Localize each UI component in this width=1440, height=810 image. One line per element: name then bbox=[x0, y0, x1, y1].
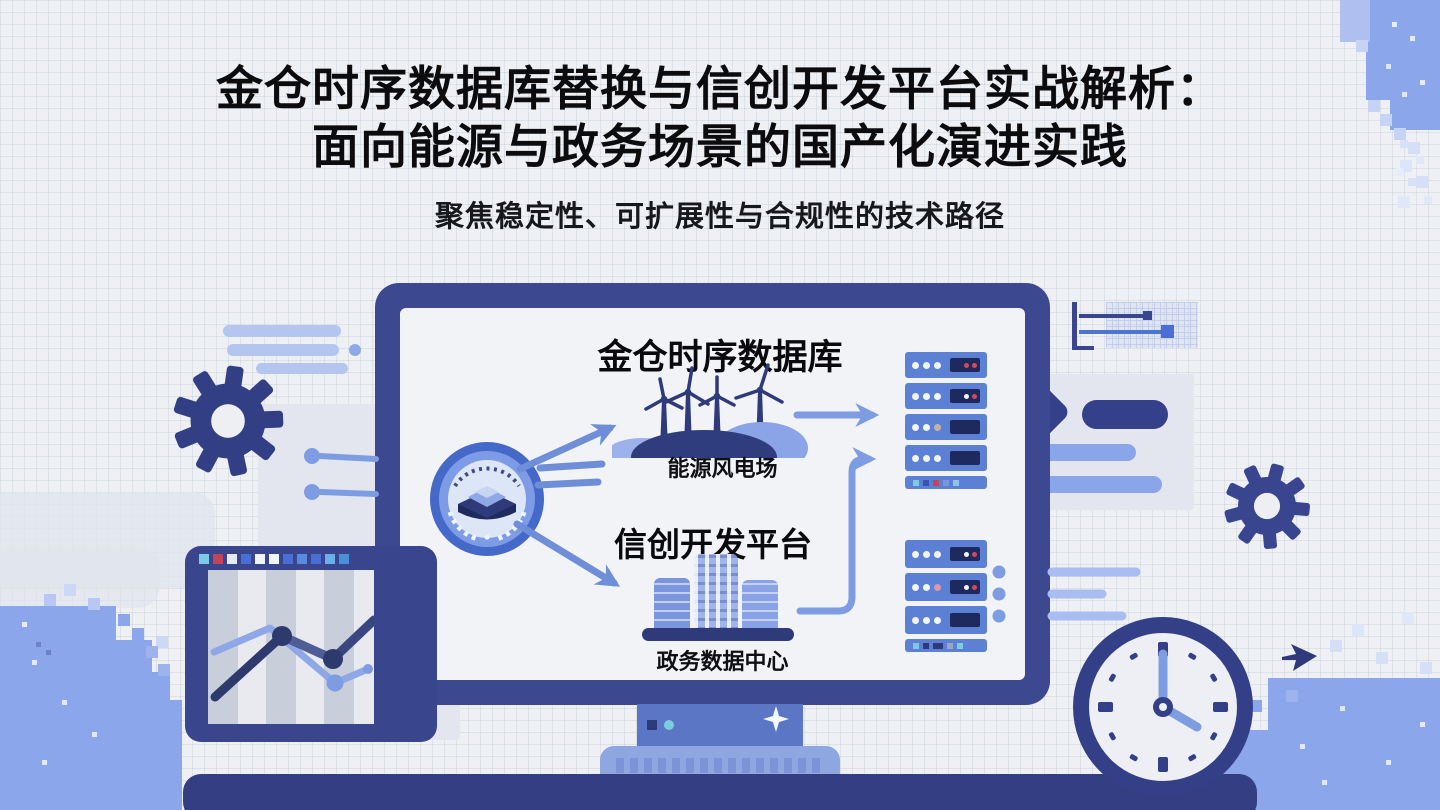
page-title-line1: 金仓时序数据库替换与信创开发平台实战解析： bbox=[216, 62, 1224, 115]
chart-window bbox=[185, 546, 437, 742]
slider-track bbox=[1079, 314, 1145, 318]
line-chart-icon bbox=[208, 570, 374, 724]
building-tower bbox=[742, 580, 778, 630]
server-unit bbox=[905, 573, 987, 601]
server-unit bbox=[905, 414, 987, 440]
deco-dot bbox=[349, 344, 361, 356]
server-rack-icon bbox=[905, 540, 987, 652]
deco-text-line bbox=[223, 325, 341, 337]
datacenter-label: 政务数据中心 bbox=[656, 649, 789, 674]
db-title-label: 金仓时序数据库 bbox=[597, 338, 843, 377]
clock-icon bbox=[1073, 617, 1253, 797]
seal-badge-icon bbox=[430, 442, 544, 556]
slider-track bbox=[1079, 330, 1163, 334]
slider-handle bbox=[1161, 325, 1174, 338]
building-base bbox=[642, 628, 794, 641]
server-unit bbox=[905, 352, 987, 378]
stand-vents bbox=[616, 758, 824, 773]
server-unit bbox=[905, 540, 987, 568]
slider-handle bbox=[1143, 311, 1152, 320]
slider-icon bbox=[1072, 302, 1077, 350]
page-title-line2: 面向能源与政务场景的国产化演进实践 bbox=[312, 120, 1128, 173]
building-tower bbox=[694, 554, 738, 630]
server-unit bbox=[905, 445, 987, 471]
server-unit bbox=[905, 383, 987, 409]
desk-bar bbox=[183, 774, 1257, 810]
building-tower bbox=[654, 578, 690, 630]
server-footer bbox=[905, 476, 987, 489]
pixel-patch bbox=[1106, 302, 1198, 348]
slider-base bbox=[1072, 346, 1094, 350]
server-unit bbox=[905, 606, 987, 634]
gear-icon bbox=[1224, 463, 1310, 549]
wind-turbines-icon bbox=[612, 363, 808, 458]
server-rack-icon bbox=[905, 352, 987, 489]
gear-icon bbox=[173, 365, 284, 477]
page-subtitle: 聚焦稳定性、可扩展性与合规性的技术路径 bbox=[434, 201, 1005, 233]
server-footer bbox=[905, 639, 987, 652]
government-building-icon bbox=[642, 552, 794, 644]
doc-title-bar bbox=[1082, 400, 1168, 429]
cursor-arrow-icon bbox=[1282, 644, 1317, 671]
deco-text-line bbox=[256, 363, 348, 374]
deco-text-line bbox=[227, 344, 339, 356]
sparkle-icon bbox=[763, 706, 789, 732]
windfarm-label: 能源风电场 bbox=[667, 456, 778, 481]
stand-detail-square bbox=[647, 720, 657, 730]
window-titlebar-squares bbox=[199, 554, 349, 564]
stand-detail-dot bbox=[664, 720, 674, 730]
